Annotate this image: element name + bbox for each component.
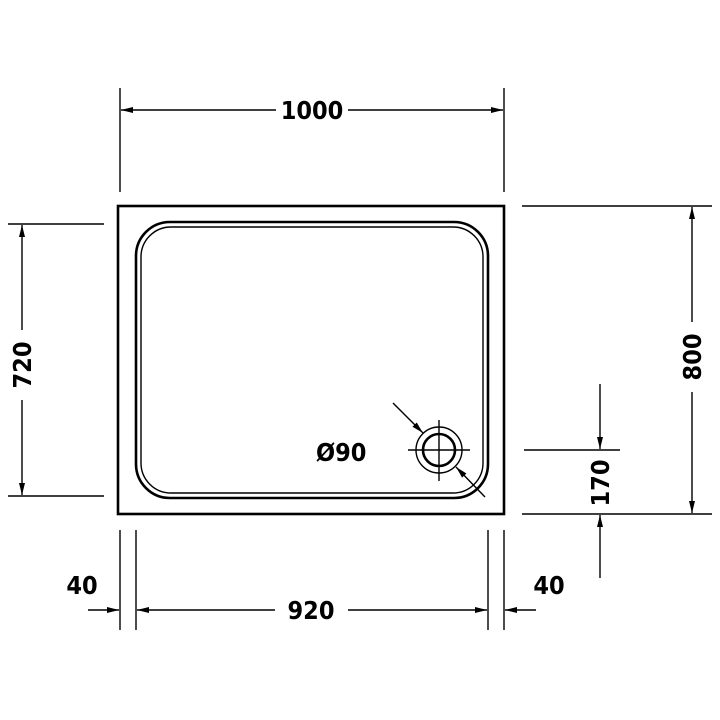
dimension-drain-offset xyxy=(524,384,620,578)
dimension-inner-depth xyxy=(8,223,104,497)
inner-depth-label: 720 xyxy=(8,342,37,389)
tray-basin-outer xyxy=(134,220,490,500)
left-rim-label: 40 xyxy=(66,571,97,600)
drain-diameter-label: Ø90 xyxy=(316,438,366,467)
dimension-bottom xyxy=(88,530,536,630)
dimension-overall-depth xyxy=(522,205,712,515)
drain-offset-label: 170 xyxy=(586,460,615,507)
dimension-overall-width xyxy=(119,88,505,192)
inner-width-label: 920 xyxy=(288,596,335,625)
tray-basin-inner xyxy=(140,226,484,494)
drain xyxy=(392,402,486,498)
overall-depth-label: 800 xyxy=(678,334,707,381)
right-rim-label: 40 xyxy=(533,571,564,600)
overall-width-label: 1000 xyxy=(281,96,344,125)
tray-outline xyxy=(116,204,506,516)
